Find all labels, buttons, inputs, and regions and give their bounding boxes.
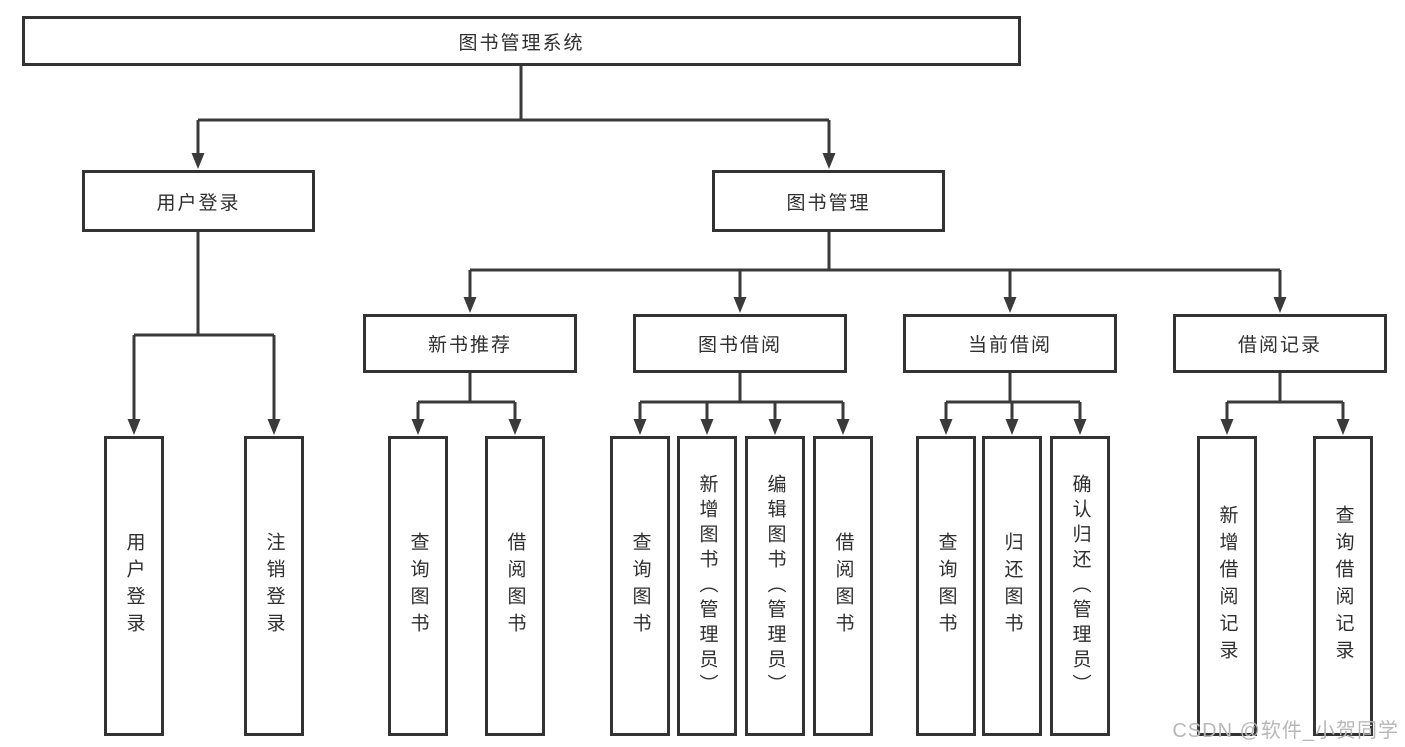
node-root: 图书管理系统 — [22, 16, 1021, 66]
leaf-records-query-record: 查询借阅记录 — [1313, 436, 1373, 736]
leaf-current-query-books-label: 查询图书 — [935, 532, 957, 640]
leaf-borrow-add-books-admin-label: 新增图书（管理员） — [696, 473, 718, 699]
leaf-recommend-borrow-books-label: 借阅图书 — [504, 532, 526, 640]
leaf-user-login-label: 用户登录 — [123, 532, 145, 640]
leaf-recommend-query-books-label: 查询图书 — [407, 532, 429, 640]
leaf-logout-label: 注销登录 — [263, 532, 285, 640]
leaf-borrow-edit-books-admin-label: 编辑图书（管理员） — [764, 473, 786, 699]
node-root-label: 图书管理系统 — [458, 32, 585, 54]
node-book-management: 图书管理 — [712, 170, 945, 232]
leaf-records-add-record: 新增借阅记录 — [1197, 436, 1257, 736]
leaf-borrow-borrow-books: 借阅图书 — [813, 436, 873, 736]
node-user-login-label: 用户登录 — [156, 192, 241, 214]
leaf-recommend-borrow-books: 借阅图书 — [485, 436, 545, 736]
leaf-borrow-query-books-label: 查询图书 — [629, 532, 651, 640]
node-current-borrow-label: 当前借阅 — [967, 335, 1052, 356]
leaf-current-query-books: 查询图书 — [916, 436, 976, 736]
leaf-user-login: 用户登录 — [104, 436, 164, 736]
leaf-current-confirm-return-admin-label: 确认归还（管理员） — [1069, 473, 1091, 699]
node-current-borrow: 当前借阅 — [903, 314, 1117, 373]
leaf-borrow-query-books: 查询图书 — [610, 436, 670, 736]
leaf-records-query-record-label: 查询借阅记录 — [1332, 505, 1354, 667]
leaf-current-return-books-label: 归还图书 — [1001, 532, 1023, 640]
leaf-current-confirm-return-admin: 确认归还（管理员） — [1050, 436, 1110, 736]
leaf-borrow-borrow-books-label: 借阅图书 — [832, 532, 854, 640]
leaf-recommend-query-books: 查询图书 — [388, 436, 448, 736]
node-book-borrow-label: 图书借阅 — [697, 335, 782, 356]
leaf-borrow-add-books-admin: 新增图书（管理员） — [677, 436, 737, 736]
node-book-management-label: 图书管理 — [786, 192, 871, 214]
leaf-records-add-record-label: 新增借阅记录 — [1216, 505, 1238, 667]
node-new-book-recommend: 新书推荐 — [363, 314, 577, 373]
node-new-book-recommend-label: 新书推荐 — [427, 335, 512, 356]
node-user-login: 用户登录 — [82, 170, 315, 232]
node-borrow-records: 借阅记录 — [1173, 314, 1387, 373]
node-book-borrow: 图书借阅 — [633, 314, 847, 373]
node-borrow-records-label: 借阅记录 — [1237, 335, 1322, 356]
watermark: CSDN @软件_小贺同学 — [1172, 720, 1399, 742]
leaf-current-return-books: 归还图书 — [982, 436, 1042, 736]
leaf-borrow-edit-books-admin: 编辑图书（管理员） — [745, 436, 805, 736]
leaf-logout: 注销登录 — [244, 436, 304, 736]
